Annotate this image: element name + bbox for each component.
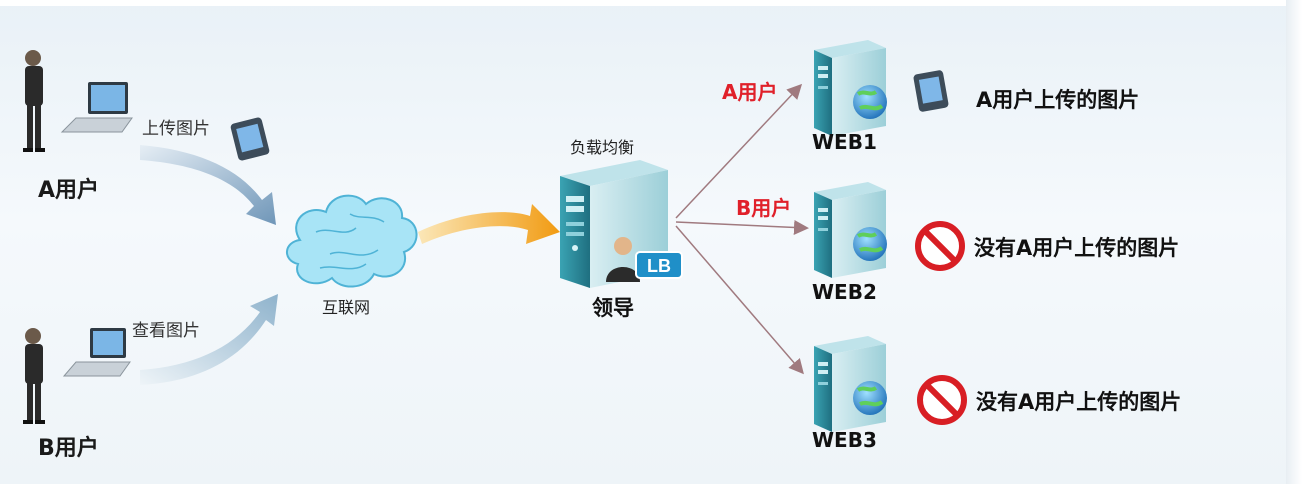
leader-label: 领导 [592, 296, 634, 320]
web3-prohibited-icon [917, 375, 967, 425]
user-b-laptop-icon [62, 328, 131, 377]
view-arrow [140, 294, 278, 385]
load-balancer-title: 负载均衡 [570, 138, 635, 157]
lb-request-arrow [418, 204, 560, 244]
upload-image-icon [230, 117, 270, 161]
user-b-label: B用户 [38, 436, 99, 461]
bottom-edge [0, 484, 1302, 490]
web2-globe-icon [853, 227, 887, 261]
user-a-laptop-icon [60, 82, 133, 133]
web3-globe-icon [853, 381, 887, 415]
route-label-web2: B用户 [736, 196, 792, 220]
right-edge [1286, 0, 1302, 490]
top-edge [0, 0, 1302, 6]
upload-image-label: 上传图片 [142, 119, 210, 139]
user-a-label: A用户 [38, 178, 100, 203]
upload-arrow [140, 145, 276, 225]
web1-image-icon [913, 70, 949, 112]
route-label-web1: A用户 [722, 80, 778, 104]
web3-result-text: 没有A用户上传的图片 [976, 390, 1182, 414]
web1-result-text: A用户上传的图片 [976, 88, 1140, 112]
view-image-label: 查看图片 [132, 321, 200, 341]
route-line-web2 [675, 219, 809, 235]
web1-globe-icon [853, 85, 887, 119]
leader-avatar-icon [606, 237, 640, 282]
internet-cloud-icon [286, 194, 418, 288]
web2-label: WEB2 [812, 280, 877, 304]
internet-label: 互联网 [322, 298, 371, 317]
lb-badge [635, 251, 683, 279]
web2-prohibited-icon [915, 221, 965, 271]
user-b-person-icon [23, 328, 45, 424]
web2-result-text: 没有A用户上传的图片 [974, 236, 1180, 260]
lb-badge-text: LB [647, 256, 671, 276]
user-a-person-icon [23, 50, 45, 152]
route-line-web1 [675, 83, 803, 219]
web1-label: WEB1 [812, 130, 877, 154]
web3-label: WEB3 [812, 428, 877, 452]
route-line-web3 [675, 225, 804, 375]
